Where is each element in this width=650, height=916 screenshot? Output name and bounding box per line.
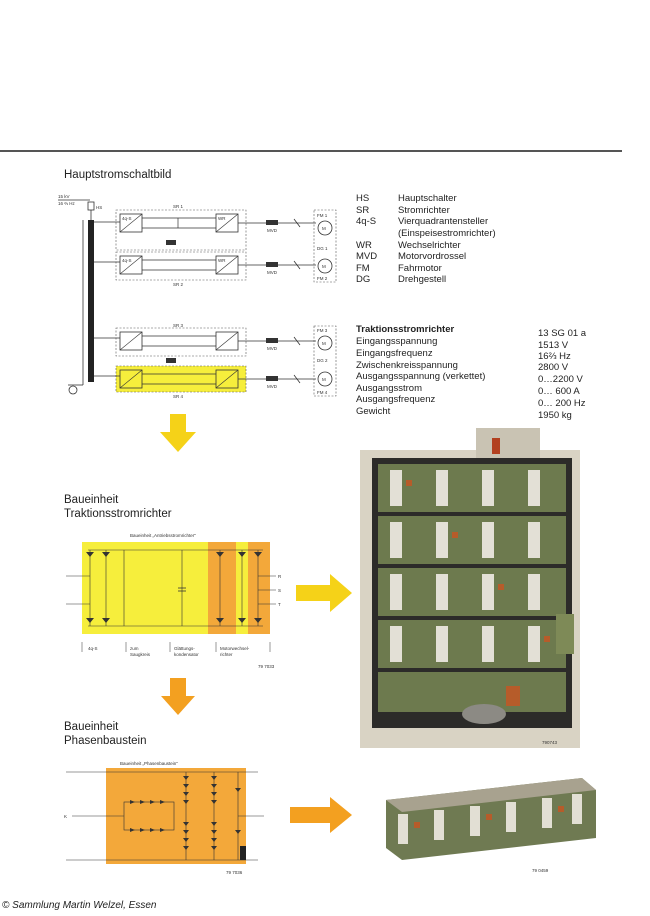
- svg-text:4q-S: 4q-S: [122, 258, 132, 263]
- supply-voltage-label: 15 kV: [58, 194, 70, 199]
- sr3-box: [115, 327, 247, 357]
- k-label: K: [64, 814, 67, 819]
- converter-row-3: MVD: [94, 331, 316, 363]
- svg-text:MVD: MVD: [267, 270, 278, 275]
- spec-value: 16⅔ Hz: [538, 351, 571, 362]
- fm2-label: FM 2: [317, 276, 328, 281]
- phase-t-label: T: [278, 602, 281, 607]
- spec-value: 1513 V: [538, 340, 569, 351]
- specs-type: 13 SG 01 a: [538, 328, 587, 339]
- label-motorwechsel-2: richter: [220, 652, 233, 657]
- photo-id: 790743: [542, 740, 558, 745]
- converter-row-4: MVD: [94, 369, 316, 389]
- diagram-id: 79 7033: [258, 664, 275, 669]
- motor-2-symbol: [317, 258, 333, 274]
- spec-value: 1950 kg: [538, 410, 572, 421]
- sr3-label: SR 3: [173, 323, 184, 328]
- photo-id: 79 0459: [532, 868, 549, 873]
- dg1-label: DG 1: [317, 246, 328, 251]
- svg-text:MVD: MVD: [267, 228, 278, 233]
- svg-text:WR: WR: [218, 216, 226, 221]
- bogie-2-box: [313, 325, 337, 397]
- diagram-id: 79 7036: [226, 870, 243, 875]
- arrow-right-orange-icon: [290, 797, 352, 833]
- converter-row-2: 4q-S WR MVD: [94, 240, 316, 275]
- svg-text:MVD: MVD: [267, 346, 278, 351]
- converter-cabinet-photo: 790743: [356, 414, 584, 750]
- svg-text:M: M: [322, 377, 326, 382]
- svg-text:4q-S: 4q-S: [122, 216, 132, 221]
- phase-r-label: R: [278, 574, 282, 579]
- phase-module-photo: 79 0459: [382, 770, 600, 876]
- spec-value: 0… 600 A: [538, 386, 580, 397]
- fm3-label: FM 3: [317, 328, 328, 333]
- arrow-down-icon: [160, 414, 196, 452]
- motor-1-symbol: [317, 220, 333, 236]
- diagram-title: Baueinheit „Antriebsstromrichter": [130, 533, 196, 538]
- svg-text:WR: WR: [218, 258, 226, 263]
- ground-symbol: [68, 385, 78, 395]
- top-rule: [0, 150, 622, 152]
- svg-text:M: M: [322, 226, 326, 231]
- traction-converter-diagram: Baueinheit „Antriebsstromrichter" R S T …: [66, 533, 282, 669]
- phase-module-diagram: Baueinheit „Phasenbaustein" K 79 7036: [64, 761, 264, 875]
- label-glaettung-1: Glättungs-: [174, 646, 195, 651]
- motor-3-symbol: [317, 335, 333, 351]
- bogie-1-box: [313, 209, 337, 283]
- section-title-phasenbaustein: Baueinheit Phasenbaustein: [64, 721, 147, 747]
- section-title-hauptstromschaltbild: Hauptstromschaltbild: [64, 169, 172, 181]
- hs-label: HS: [96, 205, 102, 210]
- fm1-label: FM 1: [317, 213, 328, 218]
- arrow-right-icon: [296, 574, 352, 612]
- label-4qs: 4q-S: [88, 646, 98, 651]
- motor-4-symbol: [317, 371, 333, 387]
- main-circuit-schematic: 15 kV 16 ⅔ Hz HS SR 1 SR 2 SR 3 SR 4 4q-…: [58, 194, 337, 399]
- spec-label: Ausgangsspannung (verkettet): [356, 371, 486, 382]
- label-saugkreis-1: zum: [130, 646, 139, 651]
- spec-label: Ausgangsstrom: [356, 383, 423, 394]
- spec-label: Gewicht: [356, 406, 391, 417]
- spec-label: Zwischenkreisspannung: [356, 360, 458, 371]
- label-saugkreis-2: Saugkreis: [130, 652, 151, 657]
- section-title-traktionsstromrichter: Baueinheit Traktionsstromrichter: [64, 494, 172, 520]
- sr1-box: [115, 209, 247, 251]
- spec-label: Eingangsfrequenz: [356, 348, 433, 359]
- fm4-label: FM 4: [317, 390, 328, 395]
- spec-label: Eingangsspannung: [356, 336, 438, 347]
- footer-credit: © Sammlung Martin Welzel, Essen: [2, 900, 157, 911]
- main-switch-symbol: [87, 201, 95, 211]
- dg2-label: DG 2: [317, 358, 328, 363]
- sr4-label: SR 4: [173, 394, 184, 399]
- converter-row-1: 4q-S WR MVD: [94, 213, 316, 233]
- sr1-label: SR 1: [173, 204, 184, 209]
- spec-value: 2800 V: [538, 362, 569, 373]
- svg-text:M: M: [322, 341, 326, 346]
- transformer-core: [88, 220, 94, 382]
- svg-text:MVD: MVD: [267, 384, 278, 389]
- specs-title: Traktionsstromrichter: [356, 324, 455, 335]
- phase-module-area: [106, 768, 246, 864]
- label-motorwechsel-1: Motorwechsel-: [220, 646, 250, 651]
- sr2-label: SR 2: [173, 282, 184, 287]
- spec-label: Ausgangsfrequenz: [356, 394, 436, 405]
- diagram-title: Baueinheit „Phasenbaustein": [120, 761, 178, 766]
- supply-frequency-label: 16 ⅔ Hz: [58, 201, 76, 206]
- label-glaettung-2: kondensator: [174, 652, 199, 657]
- phase-s-label: S: [278, 588, 281, 593]
- svg-text:M: M: [322, 264, 326, 269]
- arrow-down-orange-icon: [161, 678, 195, 715]
- spec-value: 0…2200 V: [538, 374, 583, 385]
- sr2-box: [115, 251, 247, 281]
- spec-value: 0… 200 Hz: [538, 398, 586, 409]
